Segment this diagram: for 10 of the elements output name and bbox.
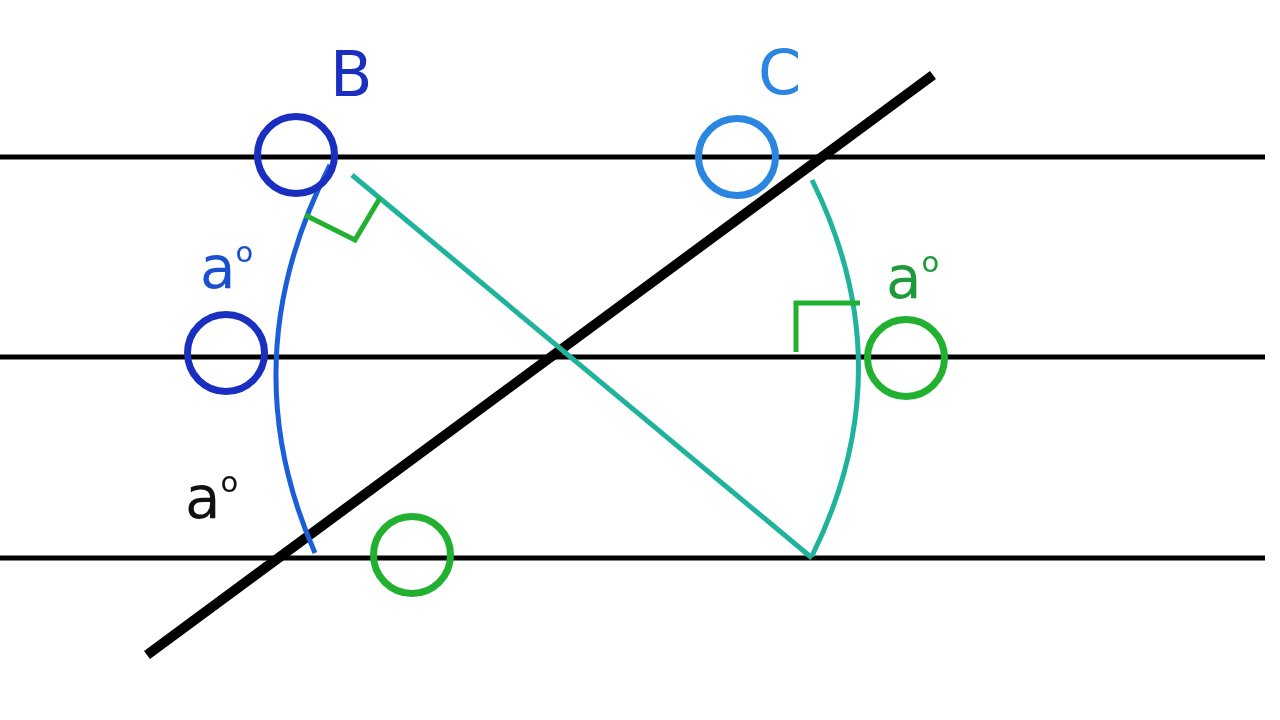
circle-marker — [695, 115, 779, 199]
angle-label: a$^{o}$ — [185, 468, 239, 528]
circle-marker — [864, 316, 948, 400]
point-label: B — [330, 44, 373, 106]
circle-marker — [370, 513, 454, 597]
point-label: C — [758, 42, 802, 104]
circle-marker — [254, 113, 338, 197]
circle-marker — [184, 311, 268, 395]
angle-label: a$^{o}$ — [886, 248, 940, 308]
angle-label: a$^{o}$ — [200, 238, 254, 298]
